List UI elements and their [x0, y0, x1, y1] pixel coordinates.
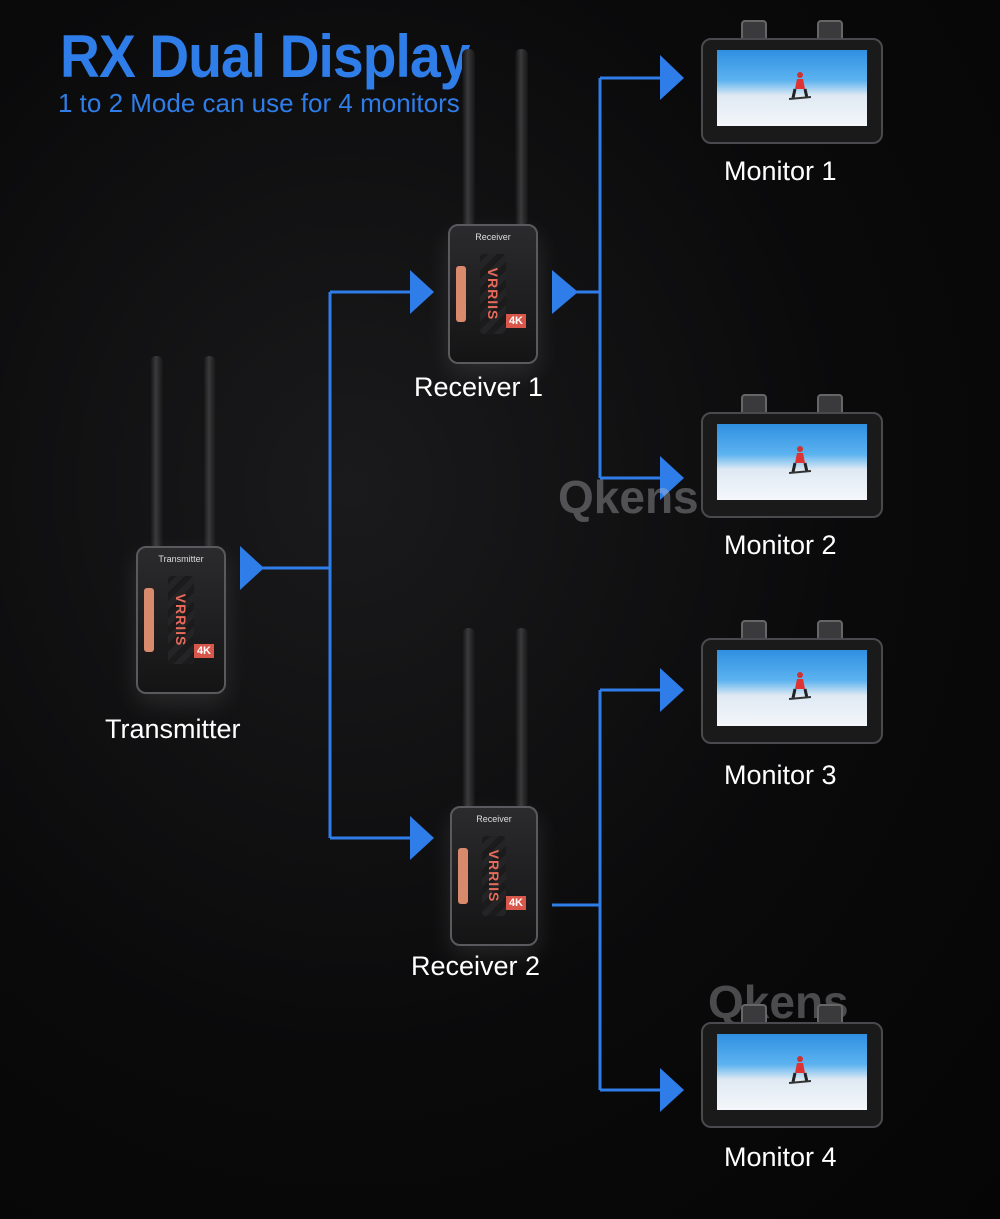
skier-image	[789, 72, 811, 101]
receiver-2-device: Receiver VRRIIS 4K	[450, 628, 538, 946]
monitor-frame	[701, 1022, 883, 1128]
antenna	[462, 49, 475, 224]
device-stripe	[458, 848, 468, 904]
antenna	[515, 49, 528, 224]
m3-arrow	[660, 668, 684, 712]
monitor-frame	[701, 638, 883, 744]
r1-in-arrow	[410, 270, 434, 314]
m4-arrow	[660, 1068, 684, 1112]
device-ribs	[168, 576, 194, 664]
4k-badge: 4K	[193, 644, 214, 658]
monitor-4	[701, 1004, 883, 1128]
device-body: Receiver VRRIIS 4K	[450, 806, 538, 946]
skier-image	[789, 672, 811, 701]
tx-arrow	[240, 546, 264, 590]
monitor-3-label: Monitor 3	[724, 760, 837, 790]
monitor-3	[701, 620, 883, 744]
monitor-frame	[701, 38, 883, 144]
monitor-frame	[701, 412, 883, 518]
page-title: RX Dual Display	[60, 23, 470, 90]
monitor-screen	[717, 50, 867, 126]
monitor-screen	[717, 424, 867, 500]
device-ribs	[482, 836, 506, 916]
4k-badge: 4K	[505, 314, 526, 328]
m1-arrow	[660, 55, 684, 100]
antenna	[462, 628, 475, 806]
receiver-1-label: Receiver 1	[414, 372, 544, 402]
4k-badge: 4K	[505, 896, 526, 910]
device-name-text: Receiver	[475, 232, 511, 242]
device-name-text: Transmitter	[158, 554, 204, 564]
skier-image	[789, 1056, 811, 1085]
device-body: Receiver VRRIIS 4K	[448, 224, 538, 364]
monitor-2	[701, 394, 883, 518]
transmitter-label: Transmitter	[105, 714, 241, 744]
m2-arrow	[660, 456, 684, 500]
skier-image	[789, 446, 811, 475]
brand-logo: VRRIIS	[485, 267, 501, 321]
page-subtitle: 1 to 2 Mode can use for 4 monitors	[58, 88, 460, 118]
antenna	[203, 356, 216, 546]
r1-out-arrow	[552, 270, 578, 314]
device-name-text: Receiver	[476, 814, 512, 824]
receiver-2-label: Receiver 2	[411, 951, 541, 981]
device-stripe	[456, 266, 466, 322]
receiver-1-device: Receiver VRRIIS 4K	[448, 49, 538, 364]
monitor-4-label: Monitor 4	[724, 1142, 837, 1172]
r2-in-arrow	[410, 816, 434, 860]
monitor-1-label: Monitor 1	[724, 156, 837, 186]
brand-logo: VRRIIS	[486, 849, 502, 903]
device-body: Transmitter VRRIIS 4K	[136, 546, 226, 694]
device-stripe	[144, 588, 154, 652]
antenna	[150, 356, 163, 546]
brand-logo: VRRIIS	[173, 593, 189, 647]
device-ribs	[480, 254, 506, 334]
monitor-screen	[717, 1034, 867, 1110]
transmitter-device: Transmitter VRRIIS 4K	[136, 356, 226, 694]
monitor-2-label: Monitor 2	[724, 530, 837, 560]
watermark: Qkens	[558, 471, 699, 523]
monitor-screen	[717, 650, 867, 726]
antenna	[515, 628, 528, 806]
monitor-1	[701, 20, 883, 144]
